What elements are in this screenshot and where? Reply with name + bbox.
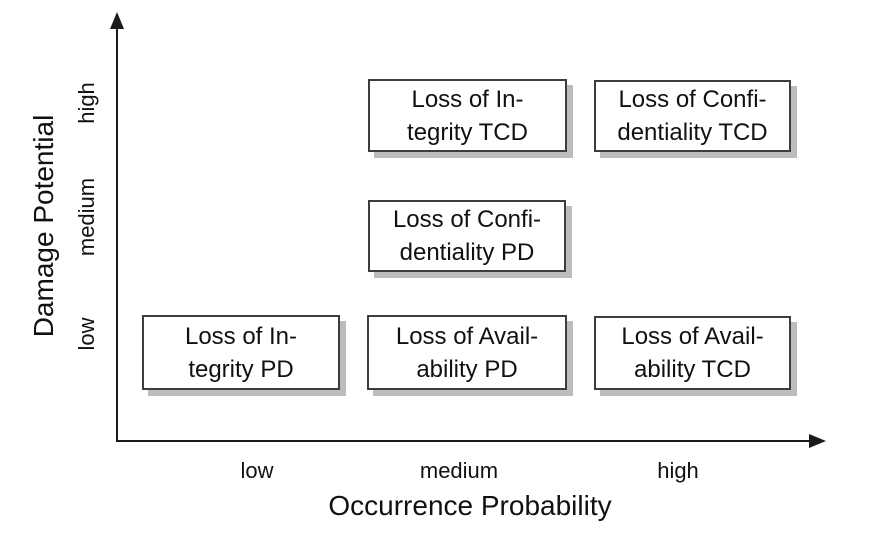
y-tick-medium: medium	[74, 177, 99, 257]
box-text-line: Loss of Confi-	[618, 86, 767, 113]
y-axis-line	[116, 24, 118, 442]
x-axis-label: Occurrence Probability	[328, 490, 612, 521]
y-tick-high: high	[74, 82, 99, 124]
box-loss-of-integrity-pd: Loss of In- tegrity PD	[142, 315, 340, 390]
box-loss-of-availability-pd: Loss of Avail- ability PD	[367, 315, 567, 390]
box-loss-of-availability-tcd: Loss of Avail- ability TCD	[594, 316, 791, 390]
box-loss-of-integrity-tcd: Loss of In- tegrity TCD	[368, 79, 567, 152]
box-text-line: Loss of Confi-	[392, 206, 542, 233]
x-tick-low: low	[240, 458, 274, 483]
box-text-line: Loss of Avail-	[621, 323, 764, 350]
box-text-line: Loss of Avail-	[395, 322, 539, 350]
box-text-line: ability PD	[416, 355, 518, 383]
x-axis-line	[116, 440, 812, 442]
y-tick-low: low	[74, 317, 99, 351]
x-tick-high: high	[657, 458, 699, 483]
x-axis-arrowhead-icon	[809, 434, 826, 448]
box-text-line: Loss of In-	[411, 85, 524, 113]
y-axis-label: Damage Potential	[28, 114, 59, 338]
box-text-line: tegrity PD	[188, 355, 294, 383]
box-loss-of-confidentiality-tcd: Loss of Confi- dentiality TCD	[594, 80, 791, 152]
x-tick-medium: medium	[419, 458, 499, 483]
y-axis-arrowhead-icon	[110, 12, 124, 29]
box-text-line: dentiality PD	[399, 239, 535, 266]
box-text-line: ability TCD	[634, 356, 751, 383]
box-text-line: Loss of In-	[184, 322, 298, 350]
box-text-line: tegrity TCD	[407, 118, 528, 146]
box-text-line: dentiality TCD	[617, 119, 768, 146]
box-loss-of-confidentiality-pd: Loss of Confi- dentiality PD	[368, 200, 566, 272]
